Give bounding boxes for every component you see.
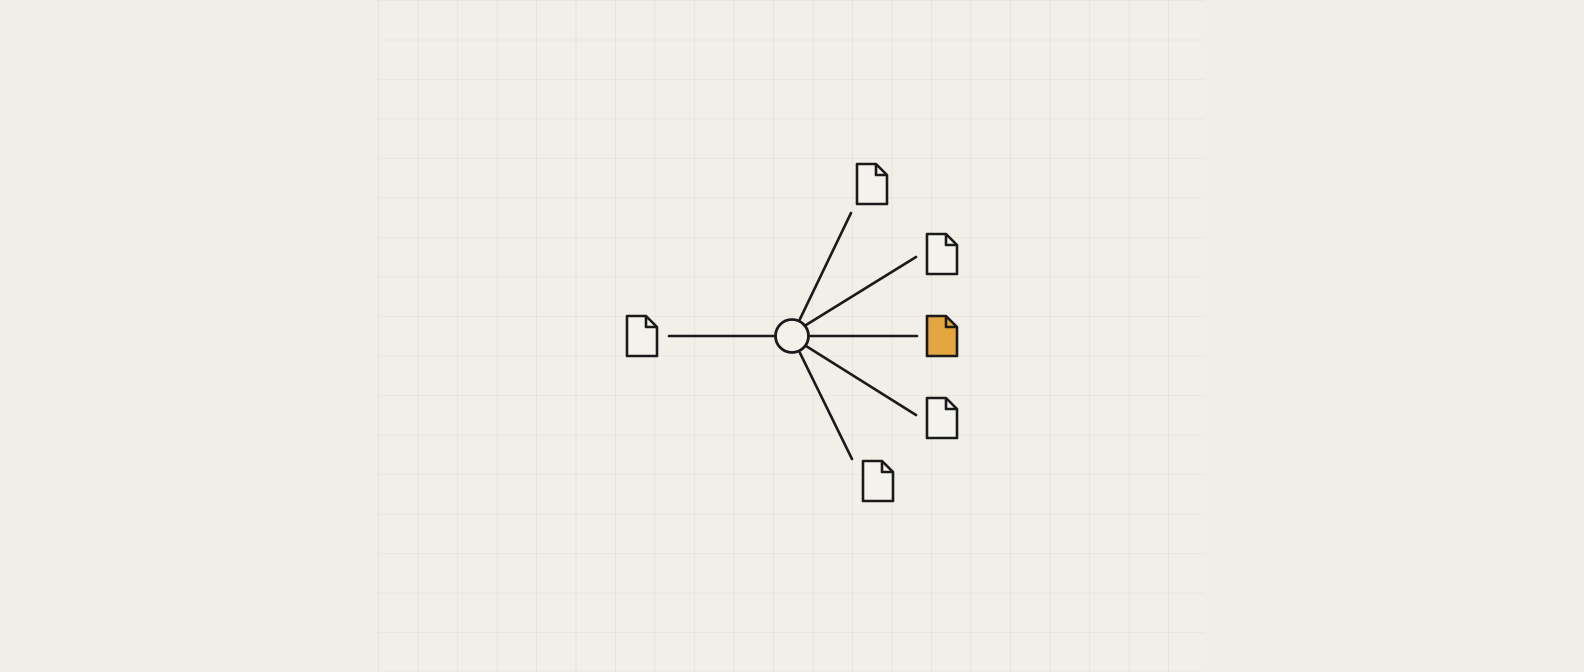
target-document-icon-4 — [925, 396, 959, 440]
connector-target-1 — [798, 211, 853, 321]
target-document-icon-5 — [861, 459, 895, 503]
hub-node — [774, 318, 810, 354]
target-document-icon-1 — [855, 162, 889, 206]
connector-target-4 — [804, 344, 918, 417]
highlighted-document-icon — [925, 314, 959, 358]
source-document-icon — [625, 314, 659, 358]
connector-target-2 — [804, 255, 918, 327]
target-document-icon-2 — [925, 232, 959, 276]
connector-target-5 — [798, 351, 854, 461]
